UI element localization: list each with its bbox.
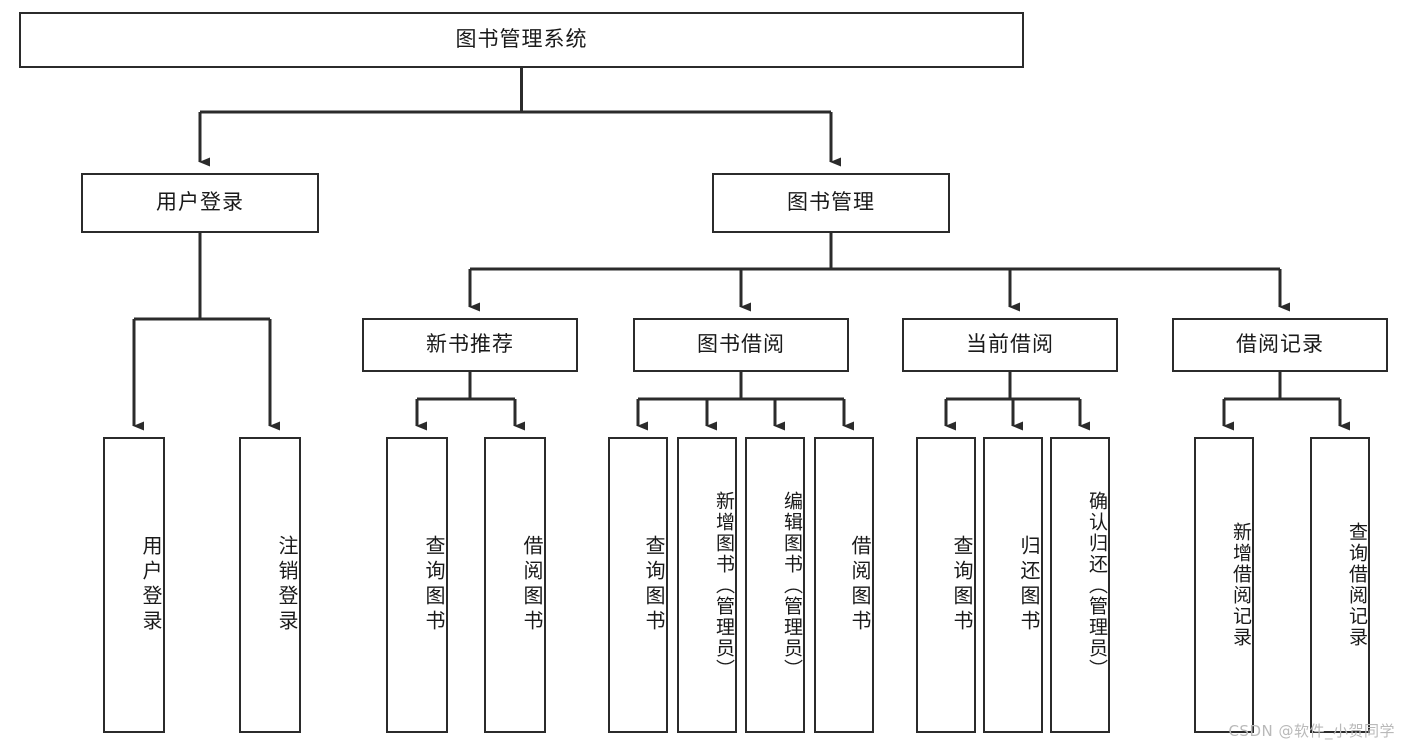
node-user-login[interactable]: 用户登录 bbox=[81, 173, 319, 233]
node-label: 归还图书 bbox=[1017, 535, 1041, 635]
node-leaf-user-login[interactable]: 用户登录 bbox=[103, 437, 165, 733]
node-leaf-borrow-add-book[interactable]: 新增图书（管理员） bbox=[677, 437, 737, 733]
node-leaf-cur-return-book[interactable]: 归还图书 bbox=[983, 437, 1043, 733]
node-label: 用户登录 bbox=[139, 535, 163, 635]
node-label: 注销登录 bbox=[275, 535, 299, 635]
node-label: 用户登录 bbox=[156, 190, 244, 215]
node-label: 编辑图书（管理员） bbox=[781, 490, 803, 680]
node-leaf-user-logout[interactable]: 注销登录 bbox=[239, 437, 301, 733]
node-label: 确认归还（管理员） bbox=[1086, 490, 1108, 680]
node-leaf-cur-confirm-return[interactable]: 确认归还（管理员） bbox=[1050, 437, 1110, 733]
node-label: 查询图书 bbox=[642, 535, 666, 635]
node-book-borrow[interactable]: 图书借阅 bbox=[633, 318, 849, 372]
node-borrow-record[interactable]: 借阅记录 bbox=[1172, 318, 1388, 372]
node-label: 查询借阅记录 bbox=[1346, 522, 1368, 648]
node-label: 图书管理系统 bbox=[455, 27, 588, 52]
node-label: 新增借阅记录 bbox=[1230, 522, 1252, 648]
node-label: 当前借阅 bbox=[966, 332, 1054, 357]
node-leaf-borrow-edit-book[interactable]: 编辑图书（管理员） bbox=[745, 437, 805, 733]
node-label: 借阅记录 bbox=[1236, 332, 1324, 357]
node-leaf-rec-query-book[interactable]: 查询图书 bbox=[386, 437, 448, 733]
node-leaf-rec-borrow-book[interactable]: 借阅图书 bbox=[484, 437, 546, 733]
node-label: 借阅图书 bbox=[848, 535, 872, 635]
node-label: 图书借阅 bbox=[697, 332, 785, 357]
node-label: 图书管理 bbox=[787, 190, 875, 215]
node-leaf-rec-add-record[interactable]: 新增借阅记录 bbox=[1194, 437, 1254, 733]
node-label: 借阅图书 bbox=[520, 535, 544, 635]
node-leaf-borrow-query-book[interactable]: 查询图书 bbox=[608, 437, 668, 733]
node-leaf-rec-query-record[interactable]: 查询借阅记录 bbox=[1310, 437, 1370, 733]
node-label: 查询图书 bbox=[422, 535, 446, 635]
node-current-borrow[interactable]: 当前借阅 bbox=[902, 318, 1118, 372]
node-root[interactable]: 图书管理系统 bbox=[19, 12, 1024, 68]
node-label: 新增图书（管理员） bbox=[713, 490, 735, 680]
node-label: 查询图书 bbox=[950, 535, 974, 635]
node-leaf-cur-query-book[interactable]: 查询图书 bbox=[916, 437, 976, 733]
node-new-book-recommend[interactable]: 新书推荐 bbox=[362, 318, 578, 372]
node-label: 新书推荐 bbox=[426, 332, 514, 357]
node-leaf-borrow-borrow-book[interactable]: 借阅图书 bbox=[814, 437, 874, 733]
node-book-manage[interactable]: 图书管理 bbox=[712, 173, 950, 233]
